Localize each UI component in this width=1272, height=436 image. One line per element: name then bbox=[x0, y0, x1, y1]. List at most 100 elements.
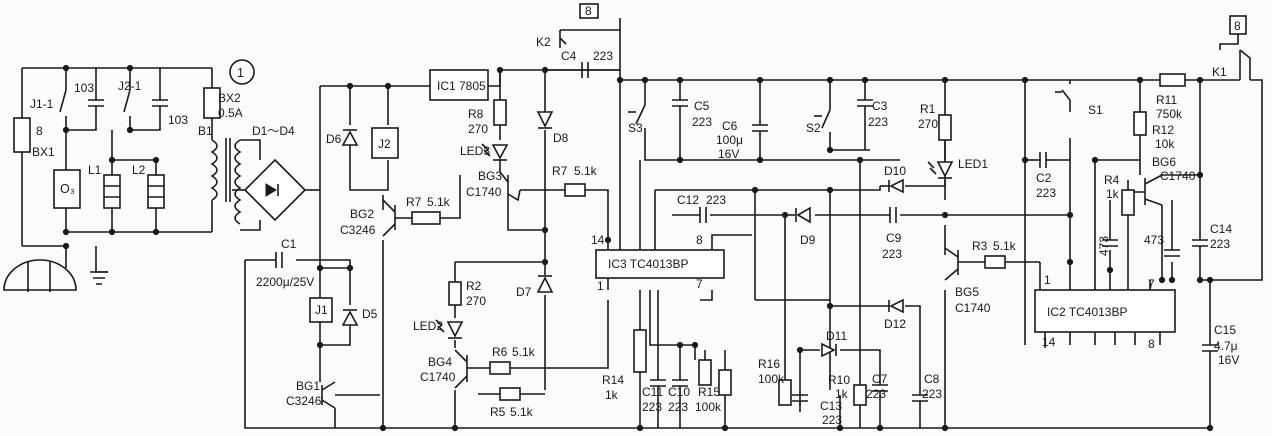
resistor-r10: R10 1k bbox=[828, 373, 867, 406]
svg-text:BG1: BG1 bbox=[296, 379, 320, 393]
svg-text:5.1k: 5.1k bbox=[512, 345, 536, 359]
svg-text:100k: 100k bbox=[758, 372, 785, 386]
svg-text:C10: C10 bbox=[668, 385, 690, 399]
svg-text:S3: S3 bbox=[628, 121, 643, 135]
svg-text:BX2: BX2 bbox=[218, 91, 241, 105]
svg-text:223: 223 bbox=[668, 400, 688, 414]
capacitor-c15: C15 4.7μ 16V bbox=[1202, 323, 1239, 368]
switch-s2: S2 bbox=[806, 109, 831, 135]
capacitor-103b: 103 bbox=[152, 99, 188, 127]
relay-k2: 8 K2 bbox=[536, 3, 620, 49]
ic3-tc4013bp: IC3 TC4013BP 14 8 1 7 bbox=[591, 233, 725, 293]
resistor-r6: R6 5.1k bbox=[489, 345, 536, 375]
capacitor-c5: C5 223 bbox=[672, 99, 712, 129]
capacitor-c9: C9 223 bbox=[882, 207, 902, 261]
svg-text:BX1: BX1 bbox=[32, 145, 55, 159]
svg-text:J2-1: J2-1 bbox=[118, 79, 142, 93]
svg-text:2200μ/25V: 2200μ/25V bbox=[256, 275, 314, 289]
svg-text:C3: C3 bbox=[872, 99, 888, 113]
svg-text:LED1: LED1 bbox=[958, 157, 988, 171]
svg-text:103: 103 bbox=[74, 81, 94, 95]
relay-j2: J2 bbox=[371, 127, 399, 159]
resistor-r7b: R7 5.1k bbox=[552, 164, 598, 197]
svg-text:R12: R12 bbox=[1152, 123, 1174, 137]
svg-text:J1-1: J1-1 bbox=[30, 97, 54, 111]
svg-text:R7: R7 bbox=[552, 164, 568, 178]
svg-text:223: 223 bbox=[882, 247, 902, 261]
resistor-r16: R16 100k bbox=[758, 357, 792, 406]
led-led1: LED1 bbox=[927, 157, 988, 179]
svg-text:LED2: LED2 bbox=[413, 319, 443, 333]
capacitor-c7: C7 223 bbox=[866, 372, 888, 405]
svg-text:D10: D10 bbox=[884, 164, 906, 178]
svg-text:C1740: C1740 bbox=[420, 370, 456, 384]
svg-text:C12: C12 bbox=[677, 193, 699, 207]
svg-text:K1: K1 bbox=[1212, 65, 1227, 79]
transistor-bg4: BG4 C1740 bbox=[420, 349, 468, 389]
svg-text:C9: C9 bbox=[886, 231, 902, 245]
resistor-r15: R15 100k bbox=[695, 359, 722, 414]
svg-text:C2: C2 bbox=[1036, 171, 1052, 185]
svg-text:100k: 100k bbox=[695, 400, 722, 414]
resistor-r8: R8 270 bbox=[468, 99, 507, 136]
svg-text:L2: L2 bbox=[132, 163, 146, 177]
svg-text:5.1k: 5.1k bbox=[510, 405, 534, 419]
diode-d9: D9 bbox=[795, 206, 816, 247]
svg-text:14: 14 bbox=[591, 233, 605, 247]
svg-text:473: 473 bbox=[1097, 236, 1111, 256]
resistor-r2: R2 270 bbox=[448, 279, 486, 308]
svg-text:D8: D8 bbox=[553, 131, 569, 145]
svg-text:C13: C13 bbox=[820, 399, 842, 413]
svg-text:C3246: C3246 bbox=[286, 394, 322, 408]
led-led2: LED2 bbox=[413, 319, 464, 339]
svg-text:223: 223 bbox=[593, 49, 613, 63]
diode-d12: D12 bbox=[884, 298, 906, 331]
svg-text:7: 7 bbox=[696, 277, 703, 291]
svg-text:BG2: BG2 bbox=[350, 207, 374, 221]
svg-text:0.5A: 0.5A bbox=[218, 106, 243, 120]
diode-d11: D11 bbox=[821, 329, 847, 358]
svg-text:8: 8 bbox=[585, 4, 592, 18]
svg-text:C14: C14 bbox=[1210, 222, 1232, 236]
svg-text:C8: C8 bbox=[924, 372, 940, 386]
svg-text:D12: D12 bbox=[884, 317, 906, 331]
inductor-l2: L2 bbox=[132, 163, 165, 209]
led-led3: LED3 bbox=[460, 143, 509, 161]
switch-j2-1: J2-1 bbox=[118, 79, 142, 120]
svg-text:10k: 10k bbox=[1155, 137, 1175, 151]
svg-text:8: 8 bbox=[36, 124, 43, 138]
diode-d6: D6 bbox=[326, 129, 359, 146]
svg-text:J1: J1 bbox=[315, 303, 328, 317]
svg-text:C11: C11 bbox=[642, 385, 663, 399]
capacitor-103a: 103 bbox=[74, 81, 104, 115]
svg-text:D6: D6 bbox=[326, 132, 342, 146]
svg-text:R11: R11 bbox=[1156, 93, 1177, 107]
svg-text:5.1k: 5.1k bbox=[993, 239, 1017, 253]
svg-text:R3: R3 bbox=[972, 239, 988, 253]
svg-text:223: 223 bbox=[866, 387, 886, 401]
svg-text:R6: R6 bbox=[492, 345, 508, 359]
capacitor-c6: C6 100μ 16V bbox=[716, 119, 768, 161]
resistor-r7a: R7 5.1k bbox=[406, 195, 451, 225]
svg-text:8: 8 bbox=[696, 233, 703, 247]
svg-text:D5: D5 bbox=[362, 307, 378, 321]
capacitor-c10: C10 223 bbox=[668, 379, 690, 414]
svg-text:C5: C5 bbox=[694, 99, 710, 113]
svg-text:B1: B1 bbox=[198, 124, 213, 138]
svg-text:223: 223 bbox=[692, 115, 712, 129]
capacitor-c1: C1 2200μ/25V bbox=[256, 237, 314, 289]
svg-text:BG3: BG3 bbox=[478, 169, 502, 183]
svg-text:R8: R8 bbox=[468, 107, 484, 121]
transistor-bg6: BG6 C1740 bbox=[1144, 155, 1196, 206]
capacitor-473a: 473 bbox=[1097, 236, 1118, 256]
diode-d7: D7 bbox=[516, 275, 554, 299]
transistor-bg1: BG1 C3246 bbox=[286, 379, 336, 428]
svg-text:4.7μ: 4.7μ bbox=[1214, 339, 1238, 353]
svg-text:R10: R10 bbox=[828, 373, 850, 387]
svg-text:R15: R15 bbox=[698, 385, 720, 399]
svg-text:C6: C6 bbox=[722, 119, 738, 133]
diagram-number: 1 bbox=[229, 59, 255, 85]
svg-text:223: 223 bbox=[706, 193, 726, 207]
svg-text:270: 270 bbox=[468, 122, 488, 136]
